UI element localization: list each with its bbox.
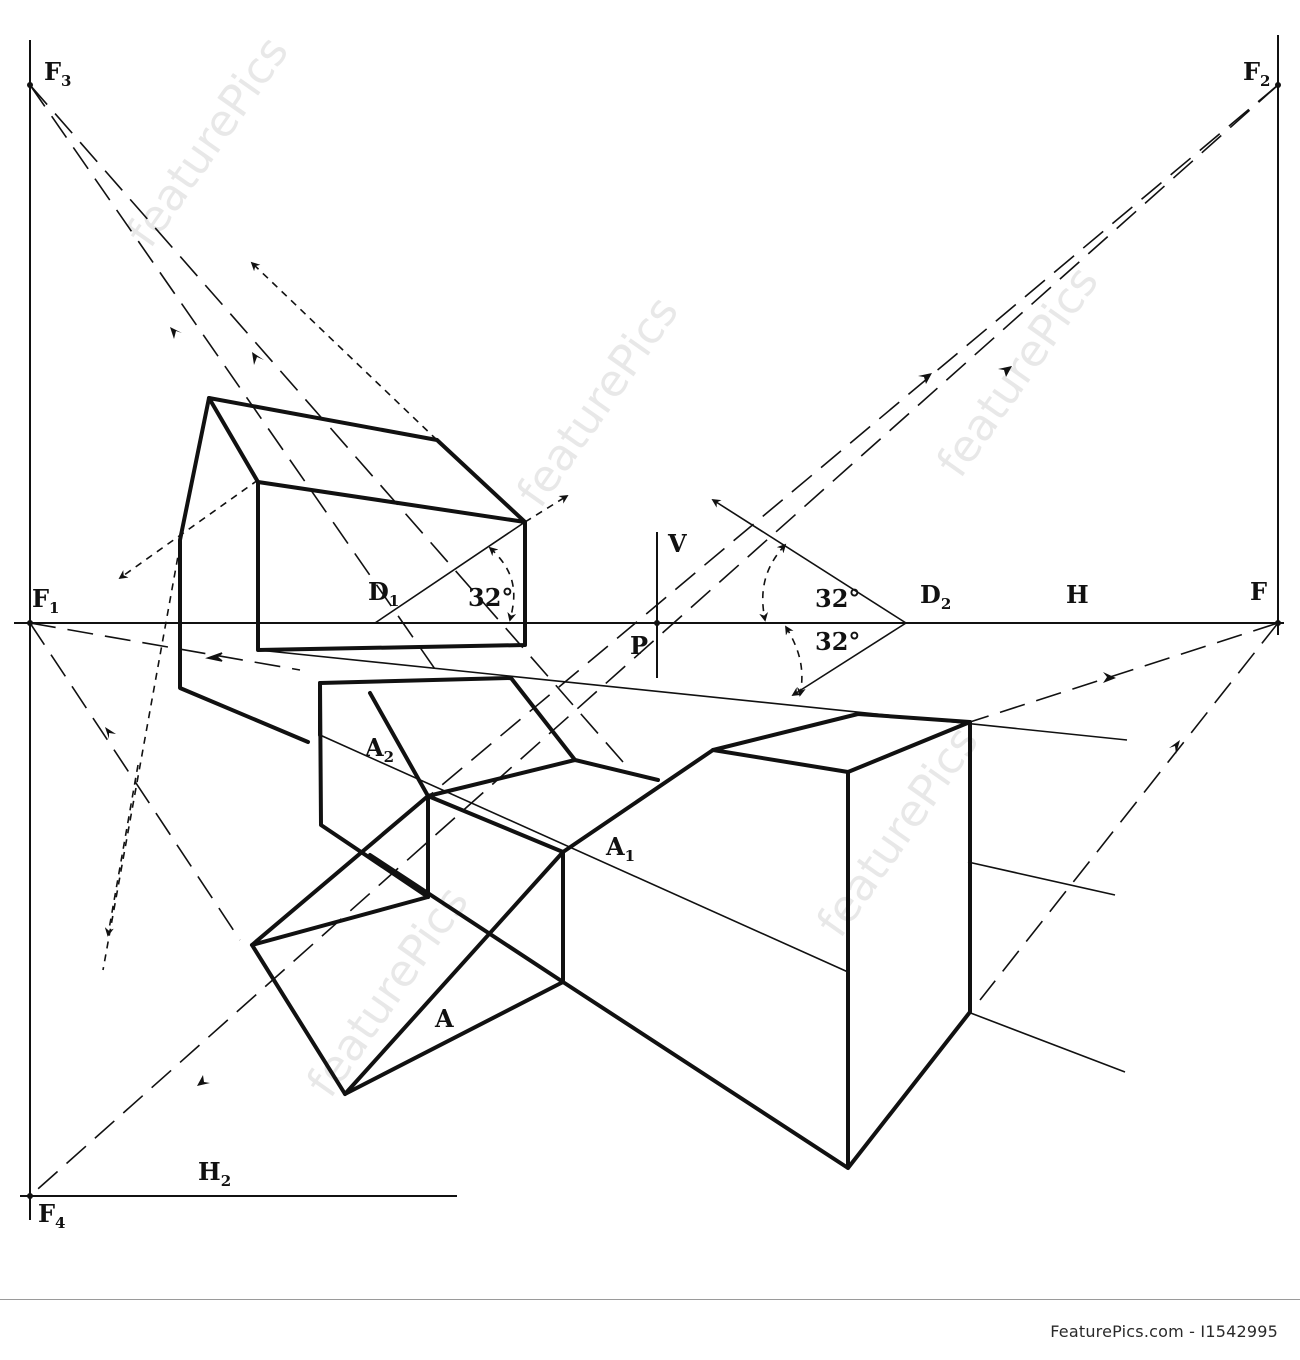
- dashed-arrows: [102, 261, 806, 971]
- label-p: P: [630, 631, 648, 660]
- label-f3: F3: [44, 57, 71, 90]
- point-labels: F3 F2 F1 F F4 D1 D2 V P H H2 A A1 A2 32°…: [32, 57, 1270, 1232]
- label-angle-right-upper: 32°: [815, 584, 860, 613]
- svg-text:featurePics: featurePics: [507, 287, 689, 516]
- label-a1: A1: [605, 832, 635, 865]
- diagram-frame: featurePics featurePics featurePics feat…: [0, 27, 1300, 1300]
- svg-text:featurePics: featurePics: [117, 27, 299, 256]
- label-h2: H2: [198, 1157, 231, 1190]
- label-d1: D1: [368, 577, 399, 610]
- footer: FeaturePics.com - I1542995: [0, 1300, 1300, 1360]
- label-f1: F1: [32, 584, 59, 617]
- arrowheads: [105, 327, 1180, 1086]
- label-f: F: [1250, 577, 1267, 606]
- dashed-construction-lines: [29, 84, 1279, 1197]
- svg-text:featurePics: featurePics: [927, 257, 1109, 486]
- perspective-diagram: featurePics featurePics featurePics feat…: [14, 27, 1284, 1232]
- label-f2: F2: [1243, 57, 1270, 90]
- d1-ray: [374, 521, 526, 624]
- label-angle-left: 32°: [468, 583, 513, 612]
- label-a: A: [434, 1004, 454, 1033]
- vanishing-points: [27, 82, 1281, 1199]
- d2-lower-ray: [791, 622, 907, 696]
- label-a2: A2: [364, 733, 394, 766]
- object-outlines: [178, 396, 972, 1170]
- label-v: V: [667, 529, 687, 558]
- watermark: featurePics featurePics featurePics feat…: [117, 27, 1109, 1106]
- footer-credit: FeaturePics.com - I1542995: [1050, 1322, 1278, 1341]
- d2-upper-ray: [711, 499, 907, 624]
- label-d2: D2: [920, 580, 951, 613]
- label-f4: F4: [38, 1199, 65, 1232]
- construction-frame: [14, 35, 1284, 1220]
- label-h: H: [1066, 580, 1089, 609]
- label-angle-right-lower: 32°: [815, 627, 860, 656]
- thin-construction-lines: [205, 499, 1128, 1073]
